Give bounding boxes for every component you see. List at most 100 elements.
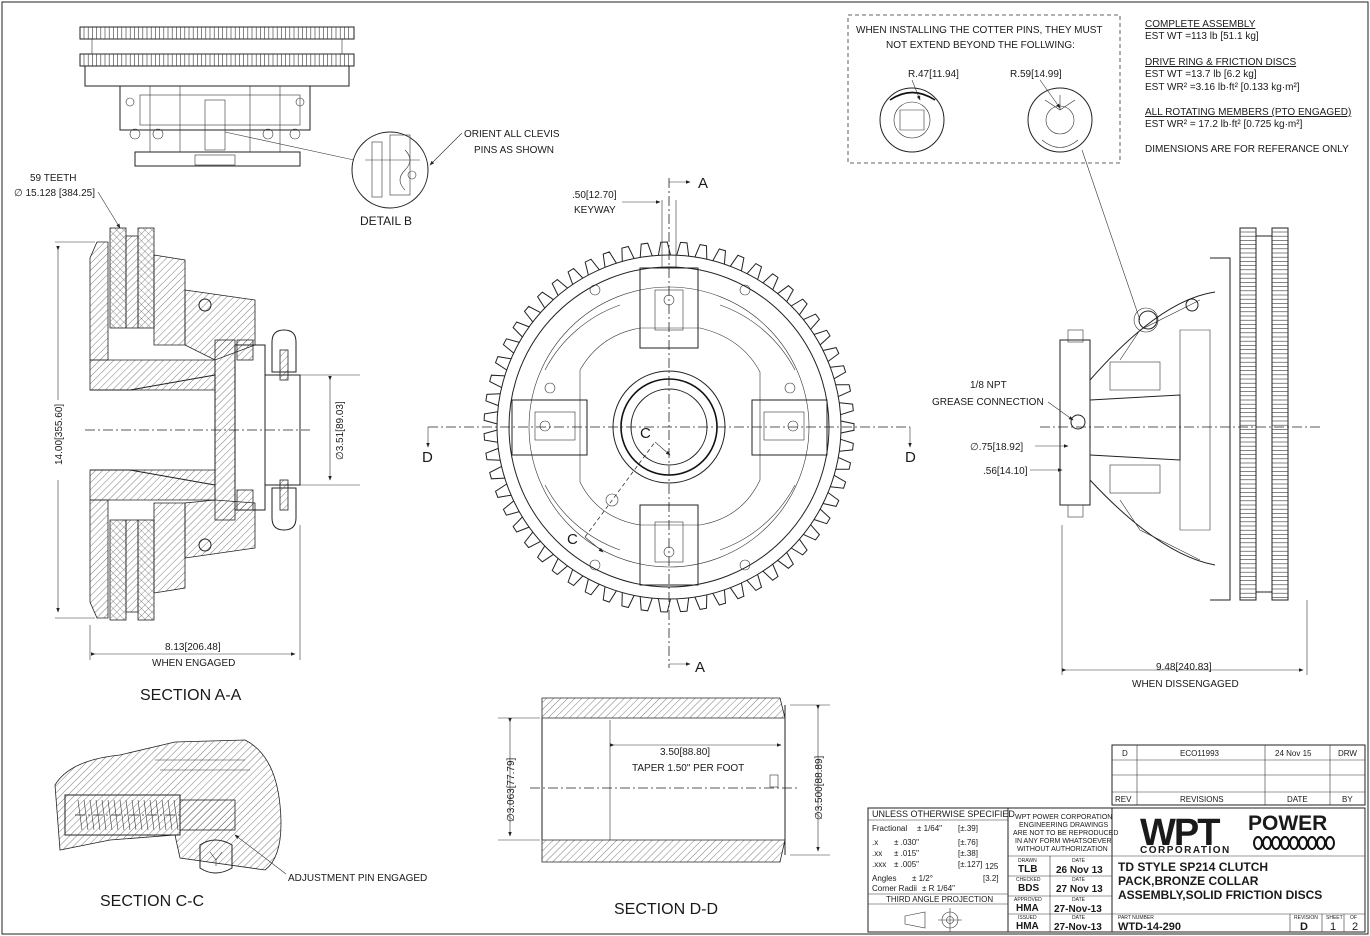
- tol-fractional: Fractional: [872, 824, 907, 833]
- rev-date: 24 Nov 15: [1275, 749, 1312, 758]
- tolerance-title: UNLESS OTHERWISE SPECIFIED: [872, 809, 1015, 819]
- rev-by: DRW: [1338, 749, 1357, 758]
- tol-x: .x: [872, 838, 878, 847]
- date-header: DATE: [1287, 795, 1308, 804]
- drawn-header: DRAWN: [1018, 858, 1037, 864]
- surface-finish: 125: [985, 862, 999, 871]
- revision-value: D: [1300, 921, 1308, 933]
- weight-heading-3: ALL ROTATING MEMBERS (PTO ENGAGED): [1145, 107, 1351, 118]
- tol-x-mm: [±.76]: [958, 838, 978, 847]
- grease-connection-label: GREASE CONNECTION: [932, 397, 1044, 408]
- section-dd: [498, 697, 830, 863]
- approved-by: HMA: [1016, 903, 1039, 914]
- tol-xxx: .xxx: [872, 860, 886, 869]
- issued-date: 27-Nov-13: [1054, 922, 1102, 933]
- tol-x-val: ± .030": [894, 838, 919, 847]
- tol-xx-val: ± .015": [894, 849, 919, 858]
- by-header: BY: [1342, 795, 1353, 804]
- company-notice-2: ENGINEERING DRAWINGS: [1019, 822, 1109, 829]
- npt-label: 1/8 NPT: [970, 380, 1007, 391]
- projection-label: THIRD ANGLE PROJECTION: [886, 895, 993, 904]
- disengaged-length-label: 9.48[240.83]: [1156, 662, 1212, 673]
- logo-corporation: CORPORATION: [1140, 845, 1231, 856]
- cut-label-a-top: A: [698, 175, 708, 192]
- title-block: [867, 807, 1366, 933]
- weight-heading-2: DRIVE RING & FRICTION DISCS: [1145, 57, 1296, 68]
- tol-fractional-val: ± 1/64": [917, 824, 942, 833]
- radius-a-label: R.47[11.94]: [908, 69, 959, 80]
- weight-line-2: EST WT =13.7 lb [6.2 kg]: [1145, 69, 1257, 80]
- cut-label-c-upper: C: [640, 425, 651, 442]
- section-cc: [54, 739, 287, 875]
- sheet-header: SHEET: [1326, 915, 1343, 921]
- taper-length-label: 3.50[88.80]: [660, 747, 710, 758]
- adjustment-spring: [75, 799, 180, 831]
- tol-radii: Corner Radii: [872, 884, 917, 893]
- drawing-title-3: ASSEMBLY,SOLID FRICTION DISCS: [1118, 888, 1322, 902]
- taper-d2-label: ∅3.500[88.89]: [814, 755, 825, 820]
- tol-fractional-mm: [±.39]: [958, 824, 978, 833]
- part-number-header: PART NUMBER: [1118, 915, 1154, 921]
- taper-d1-label: ∅3.063[77.79]: [506, 757, 517, 822]
- top-view: [79, 26, 355, 167]
- revisions-header: REVISIONS: [1180, 795, 1224, 804]
- diameter-075-label: ∅.75[18.92]: [970, 442, 1023, 453]
- dim-056-label: .56[14.10]: [983, 466, 1028, 477]
- eco-number: ECO11993: [1180, 749, 1220, 758]
- checked-date: 27 Nov 13: [1056, 884, 1103, 895]
- rev-header: REV: [1115, 795, 1132, 804]
- front-view-gear: [426, 178, 912, 668]
- logo-coupling-graphic: [1253, 836, 1335, 850]
- rev-letter: D: [1122, 749, 1128, 758]
- side-view-discs: [1239, 227, 1289, 601]
- tol-xxx-mm: [±.127]: [958, 860, 982, 869]
- approved-date: 27-Nov-13: [1054, 904, 1102, 915]
- detail-b-label: DETAIL B: [360, 214, 412, 228]
- height-dim-label: 14.00[355.60]: [54, 404, 65, 465]
- logo-power: POWER: [1248, 812, 1327, 835]
- sheet-value: 1: [1330, 921, 1336, 933]
- cut-label-d-right: D: [905, 449, 916, 466]
- section-aa-title: SECTION A-A: [140, 687, 242, 704]
- of-header: OF: [1350, 915, 1357, 921]
- tol-xxx-val: ± .005": [894, 860, 919, 869]
- issued-header: ISSUED: [1018, 915, 1037, 921]
- tol-angles-val: ± 1/2°: [912, 874, 933, 883]
- tol-angles: Angles: [872, 874, 896, 883]
- dimensions-reference-note: DIMENSIONS ARE FOR REFERANCE ONLY: [1145, 144, 1349, 155]
- weight-line-3: EST WR² =3.16 lb·ft² [0.133 kg·m²]: [1145, 82, 1300, 93]
- issued-date-header: DATE: [1072, 915, 1086, 921]
- drawn-by: TLB: [1018, 864, 1037, 875]
- gear-tooth-profile: [483, 241, 855, 613]
- company-notice-4: IN ANY FORM WHATSOEVER: [1015, 838, 1112, 845]
- checked-date-header: DATE: [1072, 877, 1086, 883]
- weight-heading-1: COMPLETE ASSEMBLY: [1145, 19, 1256, 30]
- cut-label-d-left: D: [422, 449, 433, 466]
- cotter-note-1: WHEN INSTALLING THE COTTER PINS, THEY MU…: [856, 25, 1103, 36]
- cut-label-a-bottom: A: [695, 659, 705, 676]
- engaged-length-label: 8.13[206.48]: [165, 642, 221, 653]
- keyway-label: KEYWAY: [574, 205, 616, 216]
- pitch-diameter-label: ∅ 15.128 [384.25]: [14, 188, 95, 199]
- drawn-date: 26 Nov 13: [1056, 865, 1103, 876]
- teeth-label: 59 TEETH: [30, 173, 77, 184]
- issued-by: HMA: [1016, 921, 1039, 932]
- tol-xx: .xx: [872, 849, 882, 858]
- radius-b-label: R.59[14.99]: [1010, 69, 1062, 80]
- drawing-title-2: PACK,BRONZE COLLAR: [1118, 874, 1259, 888]
- revision-block: [1111, 744, 1366, 806]
- checked-by: BDS: [1018, 883, 1039, 894]
- cotter-note-2: NOT EXTEND BEYOND THE FOLLWING:: [886, 40, 1075, 51]
- cut-label-c-lower: C: [567, 531, 578, 548]
- keyway-dim-label: .50[12.70]: [572, 190, 617, 201]
- side-view: [1030, 227, 1320, 675]
- bore-dim-label: ∅3.51[89.03]: [335, 401, 346, 460]
- adjustment-pin-label: ADJUSTMENT PIN ENGAGED: [288, 873, 427, 884]
- orient-note-1: ORIENT ALL CLEVIS: [464, 129, 560, 140]
- company-notice-5: WITHOUT AUTHORIZATION: [1017, 846, 1108, 853]
- drawn-date-header: DATE: [1072, 858, 1086, 864]
- surface-finish-mm: [3.2]: [983, 874, 999, 883]
- tol-xx-mm: [±.38]: [958, 849, 978, 858]
